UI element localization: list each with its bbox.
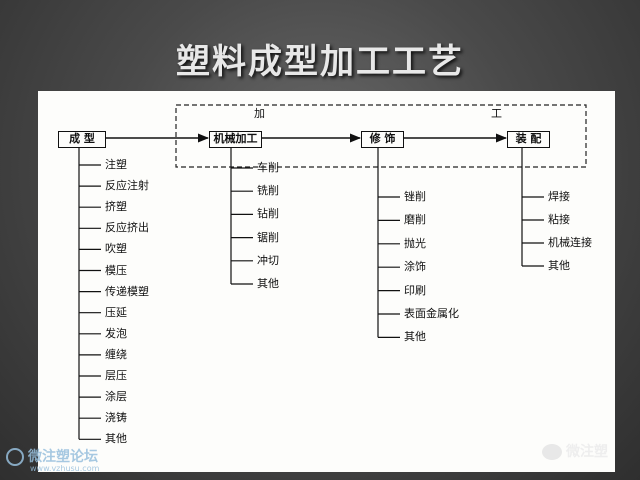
assembly-child-item: 焊接	[548, 190, 570, 203]
molding-child-item: 缠绕	[105, 347, 127, 361]
finishing-child-item: 抛光	[404, 236, 426, 250]
watermark-left: 微注塑论坛 www.vzhusu.com	[6, 446, 99, 476]
machining-child-item: 铣削	[257, 184, 279, 198]
molding-child-item: 反应挤出	[105, 221, 149, 235]
finishing-child-item: 磨削	[404, 213, 426, 227]
molding-child-item: 挤塑	[105, 200, 127, 214]
finishing-child-item: 锉削	[404, 190, 426, 203]
finishing-child-item: 表面金属化	[404, 307, 459, 320]
molding-child-item: 反应注射	[105, 179, 149, 193]
watermark-right: 微注塑	[542, 441, 608, 461]
wechat-icon	[542, 444, 562, 460]
assembly-child-item: 其他	[548, 259, 570, 272]
molding-child-item: 传递模塑	[105, 284, 149, 298]
molding-child-item: 模压	[105, 263, 127, 277]
slide-title: 塑料成型加工工艺	[176, 42, 464, 82]
watermark-left-url: www.vzhusu.com	[30, 464, 100, 473]
molding-child-item: 浇铸	[105, 411, 127, 425]
diagram-panel: 加 工 成 型 机械加工 修 饰 装 配 注塑反应注射挤塑反应挤出吹塑模压传递模…	[38, 91, 615, 472]
molding-child-item: 层压	[105, 369, 127, 382]
watermark-right-name: 微注塑	[566, 444, 608, 460]
finishing-child-item: 涂饰	[404, 260, 426, 274]
machining-child-item: 车削	[257, 161, 279, 174]
node-machining: 机械加工	[209, 131, 262, 148]
molding-child-item: 发泡	[105, 326, 127, 340]
machining-child-item: 钻削	[257, 207, 279, 221]
node-molding: 成 型	[58, 131, 106, 148]
group-label-1: 加	[254, 107, 265, 120]
forum-logo-icon	[6, 448, 24, 466]
machining-child-item: 锯削	[257, 230, 279, 244]
machining-child-item: 其他	[257, 277, 279, 290]
molding-child-item: 注塑	[105, 158, 127, 171]
assembly-child-item: 机械连接	[548, 236, 592, 249]
assembly-child-item: 粘接	[548, 213, 570, 226]
node-assembly: 装 配	[507, 131, 550, 148]
molding-child-item: 压延	[105, 305, 127, 319]
group-label-2: 工	[491, 107, 502, 120]
watermark-left-name: 微注塑论坛	[28, 449, 98, 465]
finishing-child-item: 印刷	[404, 283, 426, 297]
molding-child-item: 吹塑	[105, 242, 127, 256]
node-finishing: 修 饰	[361, 131, 404, 148]
finishing-child-item: 其他	[404, 330, 426, 344]
molding-child-item: 其他	[105, 432, 127, 446]
molding-child-item: 涂层	[105, 390, 127, 404]
machining-child-item: 冲切	[257, 253, 279, 267]
diagram-connectors	[78, 104, 587, 440]
processing-group-frame	[175, 104, 587, 168]
